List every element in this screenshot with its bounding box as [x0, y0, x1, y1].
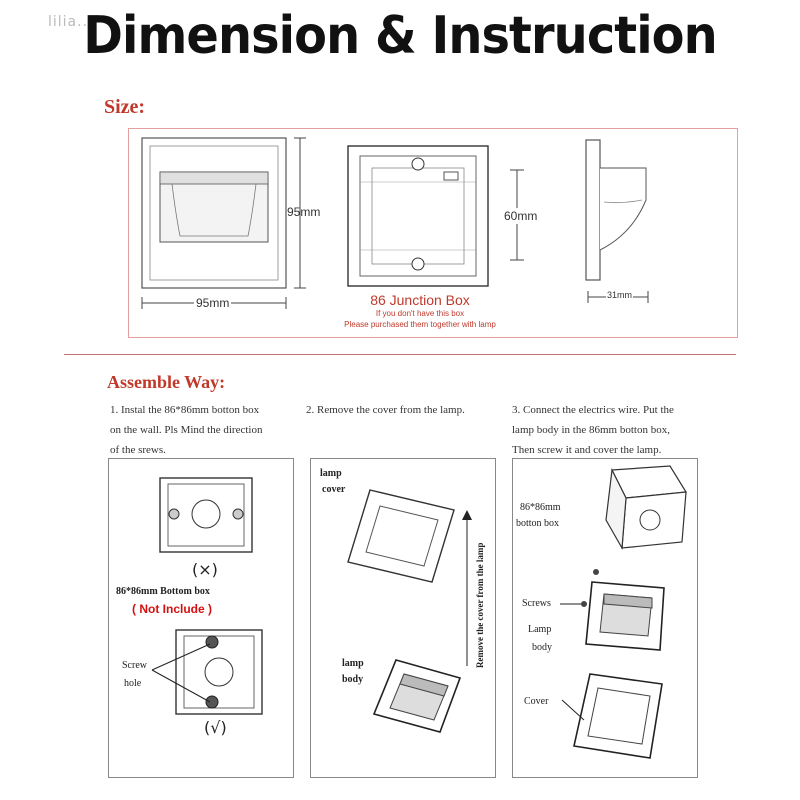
not-include-label: ( Not Include ): [132, 602, 212, 616]
height-dim-label: 95mm: [287, 205, 321, 219]
lamp-cover-label-2: cover: [322, 484, 346, 495]
section-divider: [64, 354, 736, 355]
junction-box-drawing: [347, 145, 489, 287]
step-3-line-1: 3. Connect the electrics wire. Put the: [512, 404, 674, 416]
wrong-mark: (×): [192, 560, 218, 579]
lamp-body-3-label-1: Lamp: [528, 624, 552, 635]
remove-arrow: [462, 510, 472, 666]
cover-3-drawing: [561, 673, 663, 759]
hole-label: hole: [124, 678, 142, 689]
screws-label: Screws: [522, 598, 551, 609]
height-dimension-line: [294, 137, 306, 289]
step-2-line-1: 2. Remove the cover from the lamp.: [306, 404, 465, 416]
bottom-box-label: 86*86mm Bottom box: [116, 586, 210, 597]
lamp-cover-drawing: [347, 489, 455, 583]
assemble-heading: Assemble Way:: [107, 372, 226, 392]
step-1-text: 1. Instal the 86*86mm botton box on the …: [110, 400, 300, 460]
junction-note-2: Please purchased them together with lamp: [344, 320, 496, 329]
lamp-body-3-label-2: body: [532, 642, 552, 653]
step-1-line-1: 1. Instal the 86*86mm botton box: [110, 404, 260, 416]
lamp-side-drawing: [585, 139, 647, 281]
watermark: lilia...: [48, 14, 94, 30]
step-3-line-3: Then screw it and cover the lamp.: [512, 444, 662, 456]
lamp-body-label-2: body: [342, 674, 364, 685]
step-3-text: 3. Connect the electrics wire. Put the l…: [512, 400, 712, 460]
lamp-cover-label-1: lamp: [320, 468, 342, 479]
page-title: Dimension & Instruction: [83, 6, 717, 66]
step-2-text: 2. Remove the cover from the lamp.: [306, 400, 506, 420]
lamp-body-drawing: [372, 659, 462, 733]
botton-box-3d-drawing: [605, 465, 688, 550]
box-height-dim-label: 60mm: [504, 208, 538, 224]
lamp-front-drawing: [141, 137, 287, 289]
junction-note-1: If you don't have this box: [375, 309, 465, 318]
step-3-line-2: lamp body in the 86mm botton box,: [512, 424, 670, 436]
step-1-line-3: of the srews.: [110, 444, 166, 456]
step-1-line-2: on the wall. Pls Mind the direction: [110, 424, 263, 436]
screw-label: Screw: [122, 660, 147, 671]
depth-dim-label: 31mm: [606, 290, 634, 300]
screw-hole-pointer-lines: [151, 643, 211, 703]
bottom-box-wrong-drawing: [159, 477, 253, 553]
size-heading: Size:: [104, 96, 146, 118]
screws-drawing: [560, 569, 599, 607]
junction-box-title: 86 Junction Box: [370, 292, 470, 308]
bottom-box-right-drawing: [175, 629, 263, 715]
remove-arrow-text: Remove the cover from the lamp: [475, 542, 485, 668]
width-dim-label: 95mm: [194, 296, 232, 310]
cover-3-label: Cover: [524, 696, 549, 707]
lamp-body-label-1: lamp: [342, 658, 364, 669]
botton-box-label-1: 86*86mm: [520, 502, 561, 513]
right-mark: (√): [204, 718, 227, 737]
lamp-body-3-drawing: [585, 581, 665, 651]
botton-box-label-2: botton box: [516, 518, 560, 529]
